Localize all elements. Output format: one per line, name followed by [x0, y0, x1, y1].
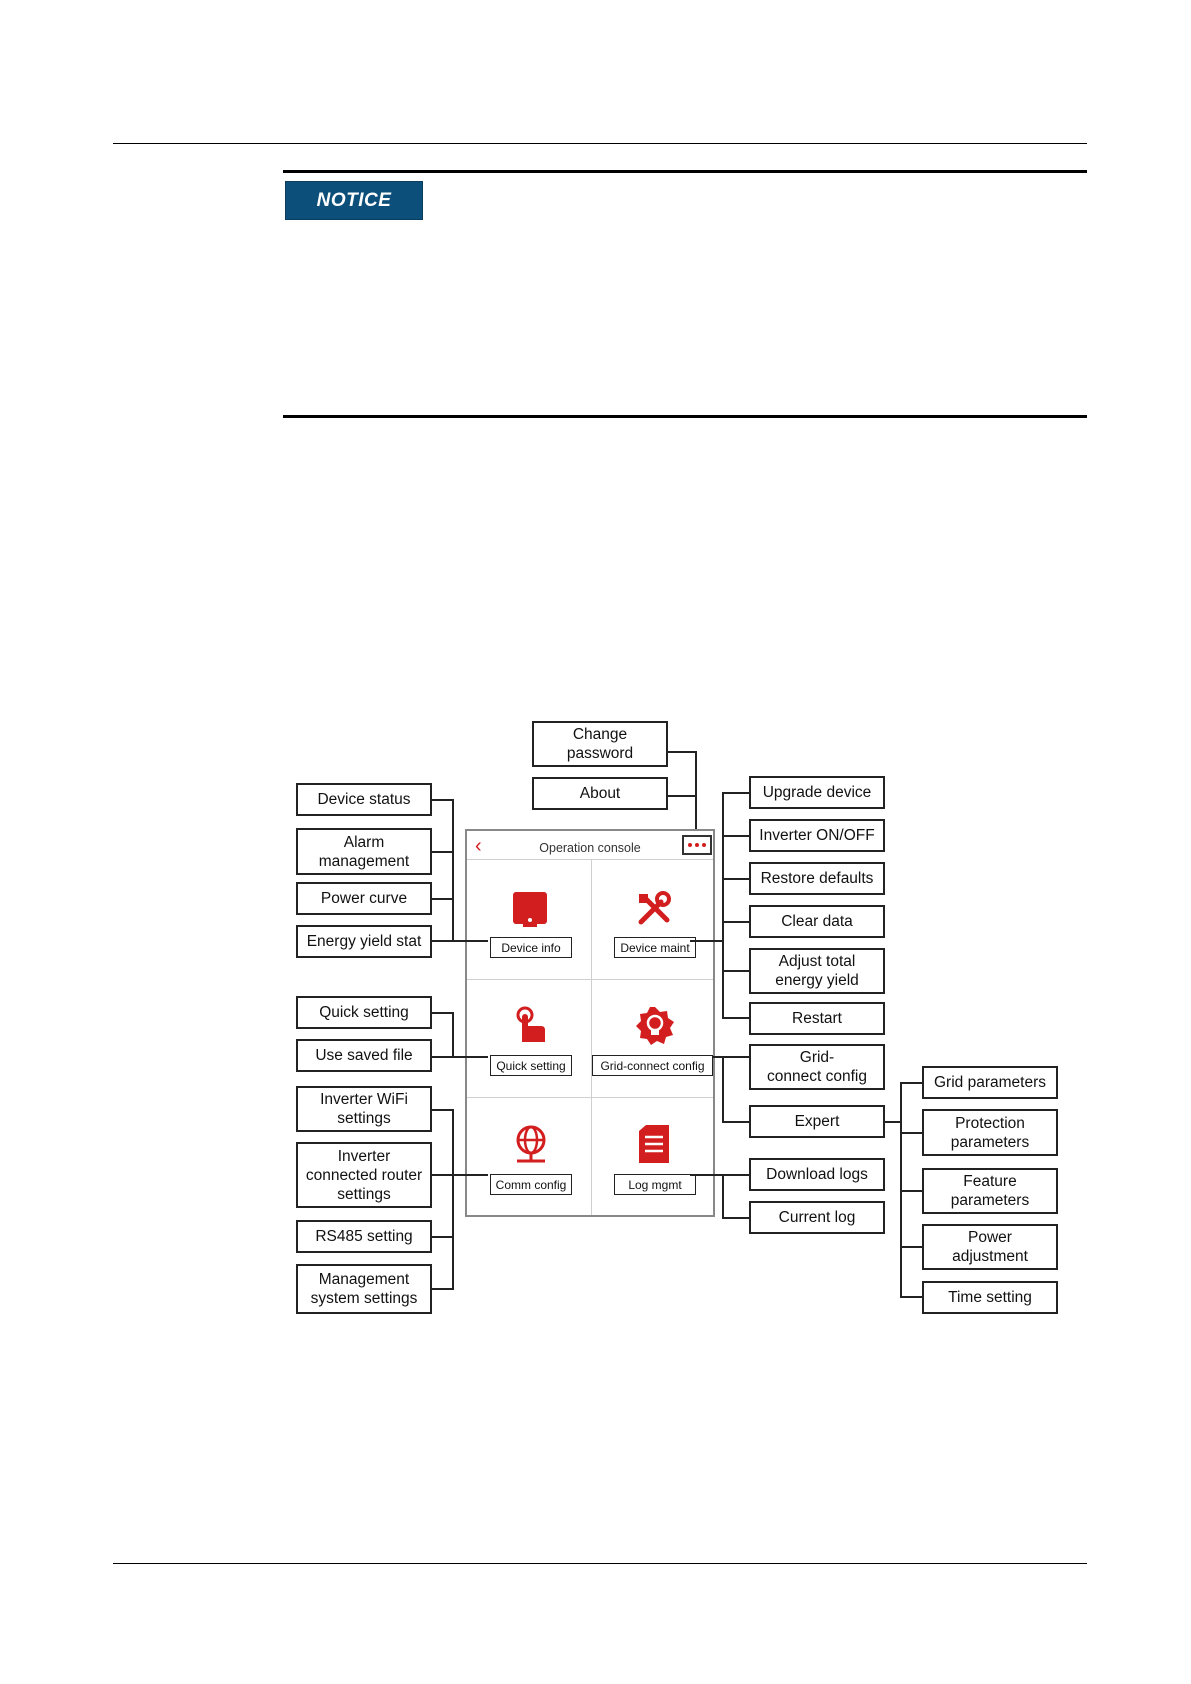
expert-box: Expert — [749, 1105, 885, 1138]
notice-top-rule — [283, 170, 1087, 173]
download-logs-box: Download logs — [749, 1158, 885, 1191]
grid-parameters-box: Grid parameters — [922, 1066, 1058, 1099]
tile-comm-config[interactable]: Comm config — [490, 1174, 572, 1195]
upgrade-device-box: Upgrade device — [749, 776, 885, 809]
current-log-box: Current log — [749, 1201, 885, 1234]
globe-network-icon — [513, 1125, 549, 1170]
feature-parameters-box: Feature parameters — [922, 1168, 1058, 1214]
back-chevron-icon: ‹ — [475, 835, 482, 857]
energy-yield-stat-box: Energy yield stat — [296, 925, 432, 958]
change-password-box: Change password — [532, 721, 668, 767]
screen-title: Operation console — [539, 841, 641, 855]
tile-grid-connect-config[interactable]: Grid-connect config — [592, 1055, 713, 1076]
device-status-box: Device status — [296, 783, 432, 816]
protection-parameters-box: Protection parameters — [922, 1109, 1058, 1156]
footer-rule — [113, 1563, 1087, 1564]
notice-bottom-rule — [283, 415, 1087, 418]
header-rule — [113, 143, 1087, 144]
lightbulb-gear-icon — [635, 1006, 675, 1051]
alarm-management-box: Alarm management — [296, 828, 432, 875]
tile-device-maint[interactable]: Device maint — [614, 937, 696, 958]
about-box: About — [532, 777, 668, 810]
tools-icon — [635, 890, 673, 933]
quick-setting-box: Quick setting — [296, 996, 432, 1029]
time-setting-box: Time setting — [922, 1281, 1058, 1314]
use-saved-file-box: Use saved file — [296, 1039, 432, 1072]
restore-defaults-box: Restore defaults — [749, 862, 885, 895]
inverter-on-off-box: Inverter ON/OFF — [749, 819, 885, 852]
inverter-device-icon — [511, 890, 549, 933]
document-log-icon — [637, 1125, 671, 1168]
management-system-settings-box: Management system settings — [296, 1264, 432, 1314]
clear-data-box: Clear data — [749, 905, 885, 938]
phone-screen: ‹ Operation console Device info — [465, 829, 715, 1217]
adjust-total-energy-yield-box: Adjust total energy yield — [749, 948, 885, 994]
rs485-setting-box: RS485 setting — [296, 1220, 432, 1253]
inverter-wifi-settings-box: Inverter WiFi settings — [296, 1086, 432, 1132]
power-adjustment-box: Power adjustment — [922, 1224, 1058, 1270]
grid-connect-config-box: Grid- connect config — [749, 1044, 885, 1090]
tile-quick-setting[interactable]: Quick setting — [490, 1055, 572, 1076]
tile-log-mgmt[interactable]: Log mgmt — [614, 1174, 696, 1195]
restart-box: Restart — [749, 1002, 885, 1035]
power-curve-box: Power curve — [296, 882, 432, 915]
more-dots-icon — [682, 835, 712, 855]
touch-hand-icon — [513, 1006, 549, 1051]
tile-device-info[interactable]: Device info — [490, 937, 572, 958]
inverter-router-settings-box: Inverter connected router settings — [296, 1142, 432, 1208]
notice-badge: NOTICE — [285, 181, 423, 220]
